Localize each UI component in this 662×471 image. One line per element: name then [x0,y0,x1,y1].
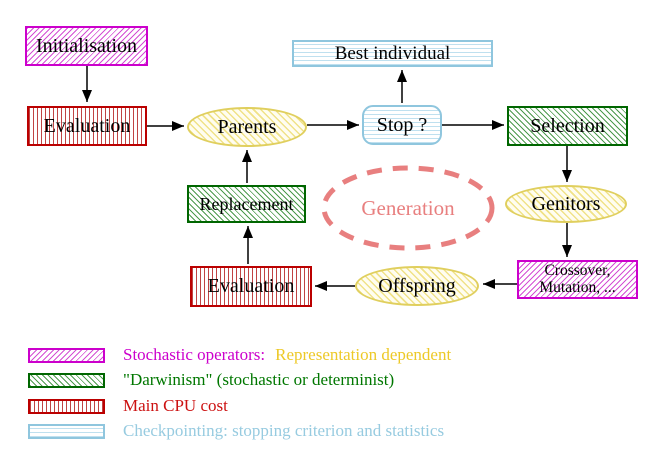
node-replacement-label: Replacement [199,193,294,214]
magenta-diagonal-hatch-swatch [28,347,105,363]
node-offspring-label: Offspring [378,274,456,297]
legend-row-checkpointing: Checkpointing: stopping criterion and st… [28,421,445,440]
node-stop-label: Stop ? [376,113,428,136]
node-crossover-line2: Mutation, ... [539,278,616,296]
node-genitors-label: Genitors [531,192,601,215]
node-genitors: Genitors [505,185,627,223]
node-parents-label: Parents [217,115,277,138]
node-best-individual-label: Best individual [334,42,451,64]
node-crossover-line1: Crossover, [544,262,611,280]
node-replacement: Replacement [187,185,306,223]
legend-darwinism-label: "Darwinism" (stochastic or determinist) [123,370,395,389]
legend-row-stochastic: Stochastic operators: Representation dep… [28,345,452,364]
node-best-individual: Best individual [292,40,493,67]
node-crossover-mutation: Crossover, Mutation, ... [517,260,638,299]
node-selection: Selection [507,106,628,146]
legend-checkpointing-label: Checkpointing: stopping criterion and st… [123,421,445,440]
red-vertical-stripes-swatch [28,398,105,414]
node-initialisation-label: Initialisation [35,34,138,57]
legend-stochastic-label: Stochastic operators: [123,345,266,364]
legend-row-darwinism: "Darwinism" (stochastic or determinist) [28,370,395,389]
node-evaluation-top: Evaluation [27,106,147,146]
node-evaluation-bottom-label: Evaluation [207,275,295,297]
generation-label: Generation [361,196,455,220]
cyan-horizontal-stripes-swatch [28,423,105,439]
node-parents: Parents [187,107,307,147]
node-initialisation: Initialisation [25,26,148,66]
green-diagonal-hatch-swatch [28,372,105,388]
node-evaluation-bottom: Evaluation [190,266,312,307]
node-stop: Stop ? [362,105,442,145]
node-selection-label: Selection [530,114,605,137]
node-offspring: Offspring [355,266,479,306]
legend-cpu-cost-label: Main CPU cost [123,396,228,415]
node-evaluation-top-label: Evaluation [43,114,131,137]
legend-row-cpu-cost: Main CPU cost [28,396,228,415]
legend-representation-label: Representation dependent [275,345,452,364]
